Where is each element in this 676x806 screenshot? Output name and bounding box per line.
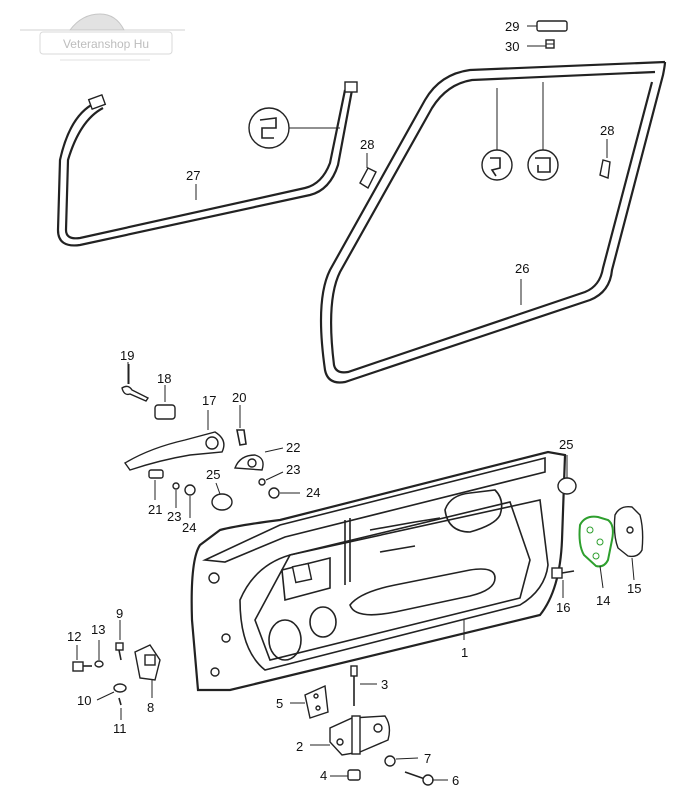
watermark-logo: Veteranshop Hu (20, 13, 185, 61)
part-27-seal-strip (56, 81, 358, 247)
callout-23b: 23 (286, 462, 300, 477)
callout-20: 20 (232, 390, 246, 405)
callout-24a: 24 (182, 520, 196, 535)
callout-15: 15 (627, 581, 641, 596)
part-29-bracket (536, 20, 568, 32)
part-1-door-shell (190, 450, 567, 692)
callout-14: 14 (596, 593, 610, 608)
callout-17: 17 (202, 393, 216, 408)
callout-25a: 25 (206, 467, 220, 482)
part-6-bolt (404, 771, 448, 786)
callout-29: 29 (505, 19, 519, 34)
callout-19: 19 (120, 348, 134, 363)
callout-24b: 24 (306, 485, 320, 500)
part-5-plate (290, 684, 329, 719)
callout-25b: 25 (559, 437, 573, 452)
callout-28a: 28 (360, 137, 374, 152)
callout-18: 18 (157, 371, 171, 386)
part-19-key (121, 362, 150, 402)
part-17-handle (123, 410, 225, 471)
callout-23a: 23 (167, 509, 181, 524)
callout-4: 4 (320, 768, 327, 783)
watermark-text: Veteranshop Hu (63, 37, 149, 51)
callout-2: 2 (296, 739, 303, 754)
part-12-screw (72, 645, 92, 672)
part-14-striker-plate-highlighted (578, 515, 614, 589)
callout-10: 10 (77, 693, 91, 708)
callout-11: 11 (113, 721, 127, 736)
callout-13: 13 (91, 622, 105, 637)
callout-8: 8 (147, 700, 154, 715)
profile-details-26 (481, 82, 559, 181)
callout-5: 5 (276, 696, 283, 711)
part-3-pin (350, 665, 377, 706)
part-7-nut (384, 755, 419, 767)
part-23-washer-b (258, 471, 284, 486)
callout-labels: 1 2 3 4 5 6 7 8 9 10 11 12 13 14 15 16 1… (67, 19, 641, 788)
callout-21: 21 (148, 502, 162, 517)
callout-28b: 28 (600, 123, 614, 138)
part-15-plate (613, 505, 644, 581)
callout-7: 7 (424, 751, 431, 766)
profile-detail-27 (248, 107, 340, 149)
part-24-nut-a (184, 484, 196, 518)
leader-lines (128, 139, 608, 384)
part-30-screw (545, 39, 555, 49)
callout-22: 22 (286, 440, 300, 455)
part-8-lock (134, 644, 161, 698)
part-18-lock-cylinder (154, 385, 176, 420)
part-26-door-seal (319, 60, 667, 384)
part-21-plate (148, 469, 164, 500)
part-20-clip (236, 405, 247, 446)
part-9-screw (115, 620, 124, 661)
callout-9: 9 (116, 606, 123, 621)
part-4-bushing (330, 769, 361, 781)
callout-12: 12 (67, 629, 81, 644)
part-2-hinge (310, 715, 391, 756)
part-25-grommet-b (557, 455, 577, 495)
callout-6: 6 (452, 773, 459, 788)
part-22-seal (234, 447, 284, 471)
part-16-bolt (551, 567, 575, 598)
callout-3: 3 (381, 677, 388, 692)
part-25-grommet-a (211, 482, 233, 511)
part-24-nut-b (268, 487, 300, 499)
callout-26: 26 (515, 261, 529, 276)
part-10-washer (96, 683, 127, 701)
part-23-washer-a (172, 482, 180, 508)
part-11-pin (118, 697, 122, 720)
callout-16: 16 (556, 600, 570, 615)
part-28-clip-left (359, 167, 377, 190)
part-13-washer (94, 640, 104, 668)
part-28-clip-right (599, 159, 611, 179)
callout-30: 30 (505, 39, 519, 54)
callout-1: 1 (461, 645, 468, 660)
callout-27: 27 (186, 168, 200, 183)
